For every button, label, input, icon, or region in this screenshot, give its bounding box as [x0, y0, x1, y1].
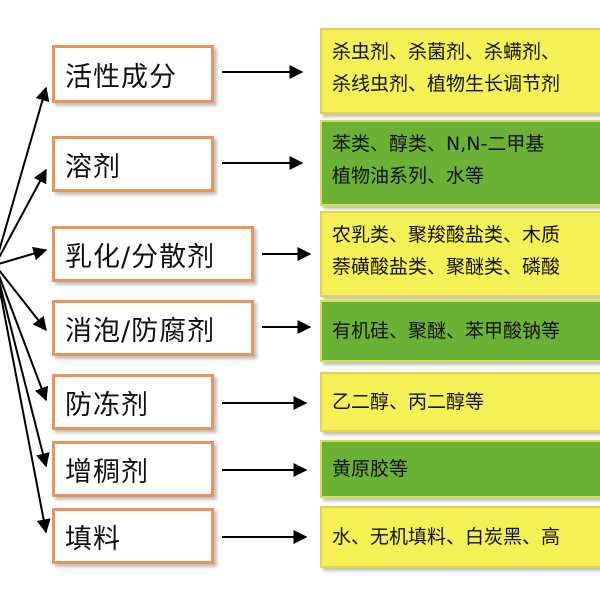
category-emulsifier-dispersant: 乳化/分散剂	[52, 226, 254, 282]
category-filler: 填料	[52, 508, 214, 564]
category-label: 乳化/分散剂	[65, 241, 216, 273]
category-label: 填料	[65, 523, 121, 555]
desc-line: 有机硅、聚醚、苯甲酸钠等	[332, 320, 561, 342]
category-label: 溶剂	[65, 151, 121, 183]
fan-arrow-2	[0, 168, 47, 258]
fan-arrow-3	[0, 246, 48, 265]
desc-solvent: 苯类、醇类、N,N-二甲基 植物油系列、水等	[320, 120, 600, 206]
desc-antifreeze: 乙二醇、丙二醇等	[320, 372, 600, 432]
desc-line: 农乳类、聚羧酸盐类、木质	[332, 224, 561, 246]
desc-emulsifier-dispersant: 农乳类、聚羧酸盐类、木质 萘磺酸盐类、聚醚类、磷酸	[320, 211, 600, 297]
desc-line: 萘磺酸盐类、聚醚类、磷酸	[332, 256, 561, 278]
desc-line: 杀虫剂、杀菌剂、杀螨剂、	[332, 41, 561, 63]
fan-arrow-5	[0, 275, 49, 402]
desc-line: 乙二醇、丙二醇等	[332, 391, 485, 413]
fan-arrow-4	[0, 269, 47, 332]
desc-line: 杀线虫剂、植物生长调节剂	[332, 73, 561, 95]
desc-thickener: 黄原胶等	[320, 440, 600, 498]
fan-arrow-6	[0, 280, 50, 468]
desc-line: 黄原胶等	[332, 458, 409, 480]
category-defoamer-preservative: 消泡/防腐剂	[52, 300, 254, 356]
desc-line: 水、无机填料、白炭黑、高	[332, 526, 561, 548]
desc-line: 植物油系列、水等	[332, 165, 485, 187]
fan-arrow-1	[0, 86, 50, 252]
desc-active-ingredient: 杀虫剂、杀菌剂、杀螨剂、 杀线虫剂、植物生长调节剂	[320, 28, 600, 114]
category-label: 消泡/防腐剂	[65, 315, 216, 347]
category-label: 增稠剂	[65, 456, 149, 488]
desc-line: 苯类、醇类、N,N-二甲基	[332, 133, 545, 155]
desc-filler: 水、无机填料、白炭黑、高	[320, 506, 600, 568]
category-active-ingredient: 活性成分	[52, 45, 214, 103]
category-antifreeze: 防冻剂	[52, 374, 214, 430]
desc-defoamer-preservative: 有机硅、聚醚、苯甲酸钠等	[320, 300, 600, 362]
category-label: 活性成分	[65, 61, 177, 93]
fan-arrow-7	[0, 285, 51, 534]
category-thickener: 增稠剂	[52, 441, 214, 497]
category-solvent: 溶剂	[52, 136, 214, 192]
category-label: 防冻剂	[65, 389, 149, 421]
